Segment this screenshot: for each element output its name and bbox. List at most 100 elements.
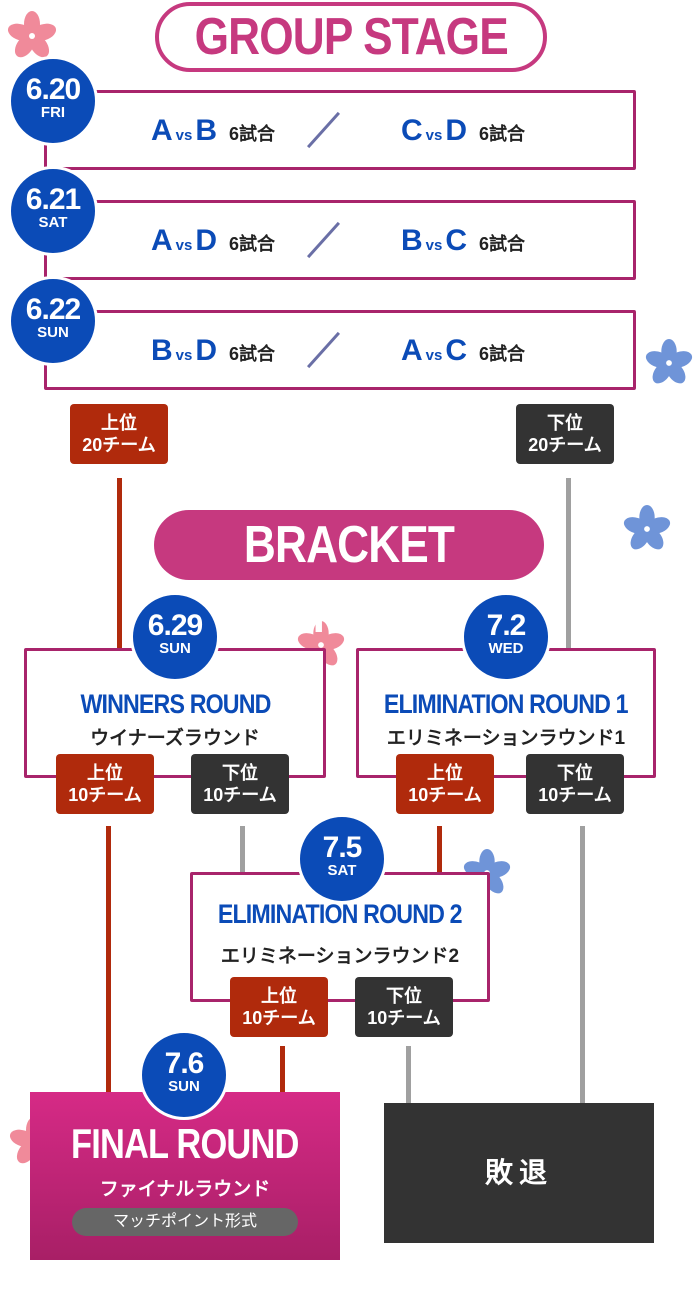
- round-title-jp: エリミネーションラウンド1: [386, 728, 626, 749]
- date-badge: 7.6 SUN: [139, 1030, 229, 1120]
- tag-line: 10チーム: [408, 785, 482, 805]
- tag-line: 上位: [101, 413, 137, 433]
- divider-slash: [306, 221, 341, 259]
- round-title-en: WINNERS ROUND: [27, 689, 323, 720]
- group-stage-title: GROUP STAGE: [155, 2, 547, 72]
- round-title-en-text: ELIMINATION ROUND 2: [218, 899, 463, 929]
- team-label: C: [445, 224, 468, 257]
- upper-10-tag: 上位 10チーム: [396, 754, 494, 814]
- lower-10-tag: 下位 10チーム: [355, 977, 453, 1037]
- weekday-text: SUN: [159, 640, 191, 657]
- tag-line: 20チーム: [528, 435, 602, 455]
- eliminated-label: 敗退: [484, 1157, 553, 1188]
- tag-line: 上位: [261, 986, 297, 1006]
- round-title-jp: ウイナーズラウンド: [90, 728, 260, 749]
- date-badge: 6.22 SUN: [8, 276, 98, 366]
- upper-20-tag: 上位 20チーム: [70, 404, 168, 464]
- arrow-line: [566, 478, 571, 674]
- weekday-text: FRI: [40, 104, 66, 121]
- date-text: 7.6: [164, 1047, 205, 1080]
- games-count: 6試合: [229, 234, 276, 254]
- final-round-title-jp: ファイナルラウンド: [99, 1179, 271, 1200]
- vs-label: vs: [425, 347, 443, 364]
- vs-label: vs: [425, 237, 443, 254]
- tag-line: 下位: [547, 413, 583, 433]
- match-point-badge: マッチポイント形式: [72, 1208, 298, 1236]
- final-round-box: FINAL ROUND ファイナルラウンド マッチポイント形式: [30, 1092, 340, 1260]
- round-title-en-text: WINNERS ROUND: [79, 689, 271, 719]
- vs-label: vs: [175, 347, 193, 364]
- date-text: 7.5: [322, 831, 363, 864]
- arrow-line: [406, 1046, 411, 1122]
- team-label: A: [401, 334, 423, 367]
- vs-label: vs: [425, 127, 443, 144]
- team-label: C: [445, 334, 468, 367]
- date-badge: 6.29 SUN: [130, 592, 220, 682]
- games-count: 6試合: [229, 124, 276, 144]
- team-label: D: [195, 224, 218, 257]
- weekday-text: SAT: [327, 862, 357, 879]
- bracket-stage-title-text: BRACKET STAGE: [243, 516, 455, 644]
- eliminated-box: 敗退: [384, 1103, 654, 1243]
- round-title-en-text: ELIMINATION ROUND 1: [384, 689, 629, 719]
- cherry-blossom-icon: [7, 11, 57, 58]
- round-title-en: ELIMINATION ROUND 1: [359, 689, 653, 720]
- team-label: D: [195, 334, 218, 367]
- final-round-title: FINAL ROUND: [30, 1120, 340, 1168]
- tag-line: 10チーム: [68, 785, 142, 805]
- tag-line: 上位: [87, 763, 123, 783]
- divider-slash: [306, 331, 341, 369]
- date-text: 6.20: [25, 73, 81, 106]
- date-badge: 6.21 SAT: [8, 166, 98, 256]
- round-title-jp: エリミネーションラウンド2: [220, 946, 460, 967]
- weekday-text: SAT: [38, 214, 68, 231]
- weekday-text: SUN: [37, 324, 69, 341]
- weekday-text: WED: [488, 640, 524, 657]
- arrow-line: [240, 826, 245, 892]
- tag-line: 10チーム: [538, 785, 612, 805]
- team-label: A: [151, 114, 173, 147]
- arrow-line: [580, 826, 585, 1122]
- vs-label: vs: [175, 237, 193, 254]
- tag-line: 下位: [557, 763, 593, 783]
- arrow-line: [437, 826, 442, 892]
- date-badge: 7.2 WED: [461, 592, 551, 682]
- date-badge: 7.5 SAT: [297, 814, 387, 904]
- tag-line: 20チーム: [82, 435, 156, 455]
- lower-20-tag: 下位 20チーム: [516, 404, 614, 464]
- games-count: 6試合: [229, 344, 276, 364]
- date-text: 6.29: [147, 609, 203, 642]
- games-count: 6試合: [479, 344, 526, 364]
- arrow-line: [117, 478, 122, 674]
- cherry-blossom-icon: [623, 504, 671, 550]
- team-label: B: [195, 114, 218, 147]
- team-label: A: [151, 224, 173, 257]
- tag-line: 下位: [222, 763, 258, 783]
- date-badge: 6.20 FRI: [8, 56, 98, 146]
- lower-10-tag: 下位 10チーム: [526, 754, 624, 814]
- divider-slash: [306, 111, 341, 149]
- group-stage-title-text: GROUP STAGE: [194, 8, 508, 66]
- tag-line: 上位: [427, 763, 463, 783]
- weekday-text: SUN: [168, 1078, 200, 1095]
- round-title-en: ELIMINATION ROUND 2: [193, 899, 487, 930]
- bracket-stage-title: BRACKET STAGE: [154, 510, 544, 644]
- date-text: 7.2: [486, 609, 527, 642]
- arrow-line: [106, 826, 111, 1114]
- tag-line: 下位: [386, 986, 422, 1006]
- arrow-line: [280, 1046, 285, 1114]
- cherry-blossom-icon: [645, 338, 693, 384]
- upper-10-tag: 上位 10チーム: [230, 977, 328, 1037]
- team-label: B: [151, 334, 173, 367]
- team-label: D: [445, 114, 468, 147]
- games-count: 6試合: [479, 124, 526, 144]
- games-count: 6試合: [479, 234, 526, 254]
- upper-10-tag: 上位 10チーム: [56, 754, 154, 814]
- lower-10-tag: 下位 10チーム: [191, 754, 289, 814]
